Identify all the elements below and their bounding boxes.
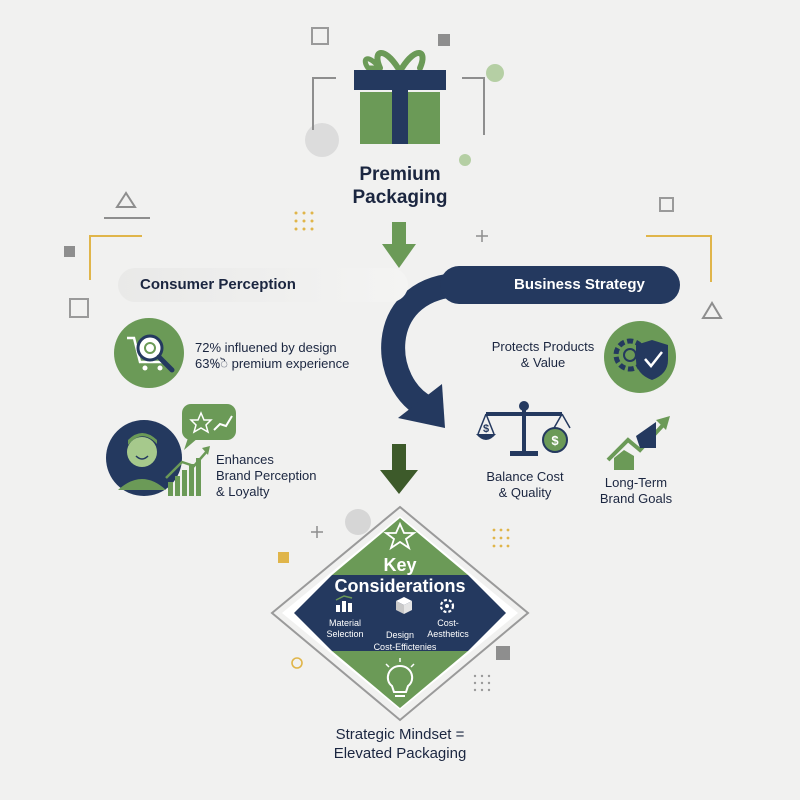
stat-design: 72% influened by design (195, 340, 337, 355)
deco-triangle (701, 301, 723, 319)
svg-text:$: $ (551, 433, 559, 448)
balance-text: Balance Cost & Quality (470, 469, 580, 501)
goals-line-2: Brand Goals (599, 491, 673, 506)
title-line-1: Premium (359, 164, 441, 185)
deco-circle (305, 123, 339, 157)
curve-arrow (381, 273, 457, 428)
deco-circle (291, 657, 303, 669)
cost-efficiencies-label: Cost-Effictenies (373, 642, 437, 652)
deco-bracket (312, 77, 336, 130)
key-considerations-diamond (270, 505, 530, 722)
deco-circle (486, 64, 504, 82)
goals-line-1: Long-Term (604, 475, 668, 490)
key-line-1: Key (383, 555, 417, 575)
business-band (440, 266, 680, 304)
scale-dollar-icon: $ $ (476, 401, 571, 456)
deco-dots (294, 211, 314, 231)
deco-square (278, 552, 289, 563)
deco-square (438, 34, 450, 46)
box-icon (396, 597, 412, 614)
deco-square (311, 27, 329, 45)
cost-line-1: Cost- (437, 618, 459, 628)
protects-text: Protects Products & Value (478, 339, 608, 371)
protects-line-1: Protects Products (491, 339, 595, 354)
deco-plus (311, 526, 323, 538)
key-line-2: Considerations (334, 576, 466, 596)
deco-triangle (115, 191, 137, 208)
cost-gear-icon (439, 598, 455, 614)
consumer-band (118, 268, 408, 302)
title-line-2: Packaging (352, 187, 448, 208)
material-selection-label: Material Selection (318, 618, 372, 640)
deco-dots (473, 674, 491, 692)
page-title: Premium Packaging (330, 163, 470, 209)
consumer-perception-title: Consumer Perception (140, 276, 296, 293)
gift-icon (354, 50, 446, 144)
deco-plus (476, 230, 488, 242)
deco-square (496, 646, 510, 660)
material-line-1: Material (328, 618, 361, 628)
material-chart-icon (335, 595, 353, 612)
deco-bracket (462, 77, 485, 135)
magnifier-cart-icon (114, 318, 184, 388)
lightbulb-icon (385, 658, 415, 697)
deco-circle (459, 154, 471, 166)
cost-line-2: Aesthetics (427, 629, 469, 639)
goals-text: Long-Term Brand Goals (586, 475, 686, 507)
growth-chart-icon (606, 416, 670, 470)
down-arrow (382, 222, 416, 268)
footer-text: Strategic Mindset = Elevated Packaging (300, 725, 500, 763)
consumer-stats: 72% influened by design 63%ॆ premium exp… (195, 340, 385, 372)
deco-circle (345, 509, 371, 535)
enhances-text: Enhances Brand Perception & Loyalty (216, 452, 336, 500)
down-arrow-dark (380, 444, 418, 494)
footer-line-2: Elevated Packaging (333, 745, 467, 762)
enhances-line-1: Enhances (216, 452, 274, 467)
gear-shield-icon (604, 321, 676, 393)
deco-bracket (646, 235, 712, 282)
design-label: Design (385, 630, 414, 640)
key-considerations-title: Key Considerations (320, 555, 480, 597)
enhances-line-3: & Loyalty (216, 484, 270, 499)
protects-line-2: & Value (520, 355, 566, 370)
deco-square (69, 298, 89, 318)
enhances-line-2: Brand Perception (216, 468, 317, 483)
deco-square (64, 246, 75, 257)
business-strategy-title: Business Strategy (514, 276, 645, 293)
svg-text:$: $ (483, 423, 489, 435)
footer-line-1: Strategic Mindset = (335, 726, 465, 743)
deco-square (659, 197, 674, 212)
material-line-2: Selection (326, 629, 364, 639)
balance-line-2: & Quality (498, 485, 552, 500)
balance-line-1: Balance Cost (486, 469, 564, 484)
cost-aesthetics-label: Cost- Aesthetics (420, 618, 476, 640)
stat-premium: 63%ॆ premium experience (195, 356, 350, 371)
star-icon (383, 521, 417, 551)
deco-dots (492, 528, 510, 548)
person-growth-icon (106, 404, 236, 496)
deco-bracket (89, 235, 142, 280)
